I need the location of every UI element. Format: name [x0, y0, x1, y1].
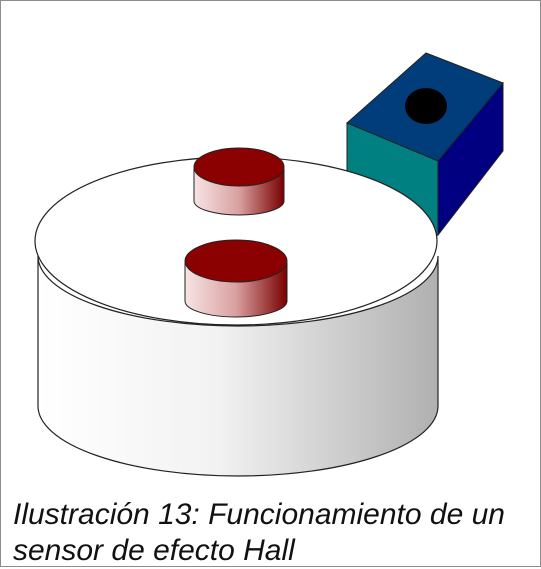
sensor-side-face [437, 81, 504, 237]
magnet-front-top [184, 239, 288, 283]
sensor-hole [405, 88, 447, 124]
magnet-front [184, 239, 288, 318]
disc-side [37, 255, 439, 477]
hall-sensor [346, 52, 504, 237]
figure-caption: Ilustración 13: Funcionamiento de un sen… [13, 498, 505, 567]
magnet-back-top [193, 147, 285, 187]
magnet-back [193, 147, 285, 216]
hall-sensor-illustration [34, 52, 504, 477]
